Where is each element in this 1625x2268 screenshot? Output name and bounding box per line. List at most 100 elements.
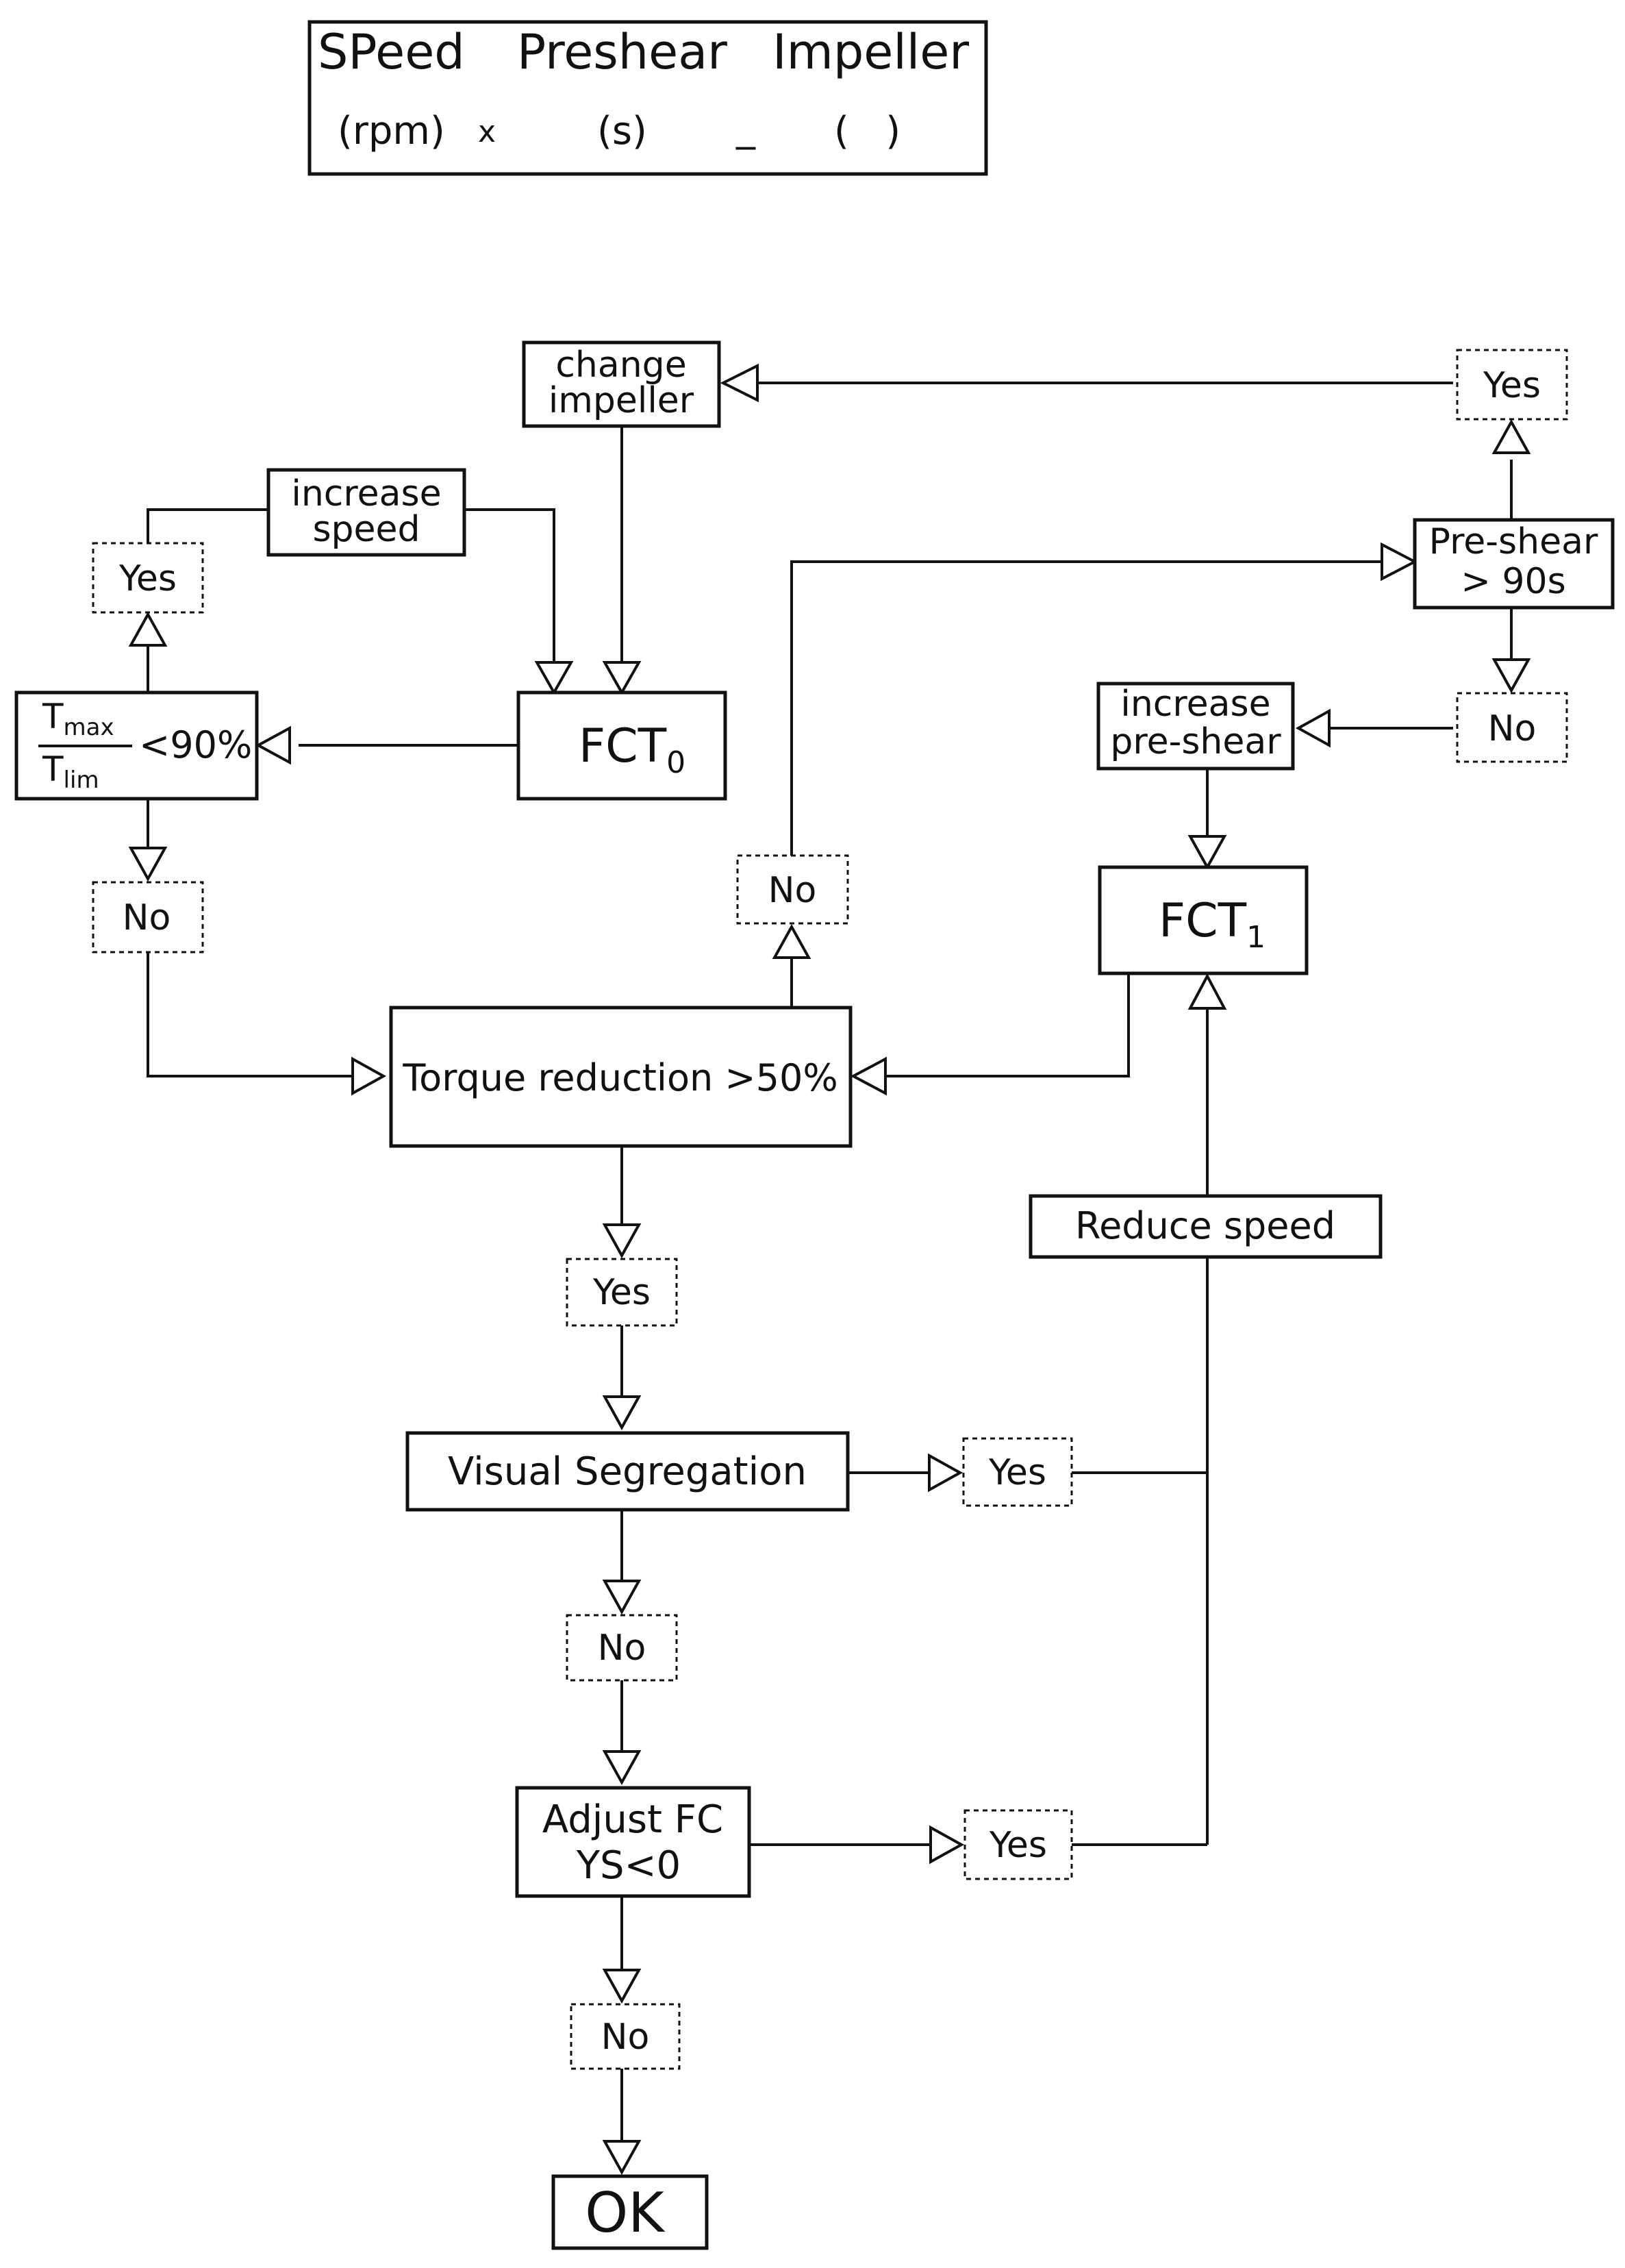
decision-yes-impeller: Yes — [1456, 349, 1568, 421]
arrowhead-into-visual — [602, 1395, 642, 1431]
visual-segregation-box — [405, 1431, 850, 1512]
adjust-fc-box — [515, 1786, 751, 1898]
connectors — [147, 382, 1513, 2141]
arrowhead-into-yes-left — [128, 611, 168, 647]
arrowhead-into-change-impeller — [720, 363, 759, 403]
node-ok: OK — [551, 2174, 709, 2250]
yes-speed-label: Yes — [118, 558, 177, 599]
arrowhead-into-increase-preshear — [1295, 708, 1331, 748]
legend: SPeed Preshear Impeller (rpm) x (s) _ ( … — [307, 20, 988, 176]
arrowhead-into-yes-visual — [928, 1453, 963, 1493]
no-adjust-label: No — [601, 2017, 650, 2058]
arrowhead-into-yes-adjust — [929, 1825, 965, 1865]
decision-yes-speed: Yes — [92, 542, 204, 614]
node-adjust-fc: Adjust FC YS<0 — [515, 1786, 751, 1898]
torque-reduction-label: Torque reduction >50% — [402, 1056, 837, 1099]
yes-torque-label: Yes — [592, 1272, 651, 1313]
ratio-condition: <90% — [139, 723, 252, 767]
adjust-fc-line1: Adjust FC — [542, 1797, 723, 1842]
yes-impeller-label: Yes — [1483, 365, 1541, 406]
arrowhead-into-ratio — [255, 725, 291, 765]
decision-no-ratio: No — [92, 881, 204, 954]
fct0-label: FCT0 — [579, 719, 685, 780]
increase-speed-box — [266, 468, 466, 557]
legend-impeller-header: Impeller — [772, 24, 969, 80]
yes-visual-label: Yes — [988, 1452, 1046, 1493]
node-fct0: FCT0 — [516, 690, 727, 801]
yes-visual-box — [962, 1437, 1073, 1507]
change-impeller-box — [522, 340, 721, 428]
no-preshear-box — [1456, 692, 1568, 763]
decision-no-visual: No — [566, 1614, 678, 1682]
node-visual-segregation: Visual Segregation — [405, 1431, 850, 1512]
node-preshear: Pre-shear > 90s — [1413, 518, 1615, 610]
arrowhead-into-yes-top — [1491, 419, 1531, 454]
preshear-line2: > 90s — [1461, 561, 1565, 602]
legend-separator-dash: _ — [735, 105, 756, 150]
yes-adjust-box — [963, 1809, 1073, 1880]
arrowhead-into-no-middle — [772, 923, 811, 959]
connector-increase-speed-to-fct0 — [464, 508, 555, 662]
node-increase-preshear: increase pre-shear — [1096, 682, 1295, 771]
arrowhead-into-no-right — [1491, 658, 1531, 694]
legend-speed-unit: (rpm) — [338, 109, 445, 153]
increase-preshear-box — [1096, 682, 1295, 771]
increase-preshear-line2: pre-shear — [1110, 721, 1281, 762]
node-change-impeller: change impeller — [522, 340, 721, 428]
reduce-speed-box — [1029, 1194, 1383, 1259]
increase-preshear-line1: increase — [1120, 684, 1270, 725]
arrowhead-into-fct0-b — [534, 661, 574, 696]
connector-yes-to-increase-speed — [147, 508, 268, 543]
no-torque-box — [736, 854, 849, 925]
node-reduce-speed: Reduce speed — [1029, 1194, 1383, 1259]
no-ratio-label: No — [123, 897, 171, 938]
connector-fct1-to-torque — [885, 973, 1130, 1077]
ok-box — [551, 2174, 709, 2250]
arrowhead-into-no-adjust — [602, 1969, 642, 2004]
ok-label: OK — [585, 2181, 666, 2245]
fct1-label: FCT1 — [1159, 894, 1265, 955]
fct0-box — [516, 690, 727, 801]
preshear-box — [1413, 518, 1615, 610]
node-torque-ratio: Tmax Tlim <90% — [14, 690, 259, 801]
no-adjust-box — [570, 2003, 681, 2070]
ratio-denominator: Tlim — [42, 749, 99, 794]
decision-no-torque: No — [736, 854, 849, 925]
increase-speed-line2: speed — [312, 509, 420, 550]
legend-preshear-header: Preshear — [517, 24, 727, 80]
no-torque-label: No — [768, 870, 817, 911]
decision-yes-visual: Yes — [962, 1437, 1073, 1507]
increase-speed-line1: increase — [291, 473, 441, 514]
legend-impeller-unit: ( ) — [834, 109, 900, 153]
connector-no-to-preshear — [790, 560, 1382, 856]
decision-yes-adjust: Yes — [963, 1809, 1073, 1880]
decision-no-adjust: No — [570, 2003, 681, 2070]
arrowhead-into-adjust — [602, 1750, 642, 1786]
yes-speed-box — [92, 542, 204, 614]
preshear-line1: Pre-shear — [1429, 521, 1598, 562]
change-impeller-line1: change — [555, 345, 686, 386]
arrowhead-into-fct1-top — [1187, 835, 1227, 871]
arrowheads — [128, 363, 1531, 2176]
arrowhead-into-fct0-a — [602, 661, 642, 696]
legend-speed-header: SPeed — [318, 24, 465, 80]
arrowhead-into-torque-right — [850, 1056, 887, 1096]
arrowhead-into-no-visual — [602, 1580, 642, 1615]
yes-adjust-label: Yes — [989, 1825, 1047, 1866]
arrowhead-into-preshear — [1381, 542, 1418, 582]
arrowhead-into-ok — [602, 2140, 642, 2176]
decision-yes-torque: Yes — [566, 1258, 678, 1327]
connector-no-to-torque — [147, 952, 353, 1077]
arrowhead-into-no-left — [128, 847, 168, 882]
no-ratio-box — [92, 881, 204, 954]
torque-reduction-box — [389, 1006, 853, 1148]
reduce-speed-label: Reduce speed — [1075, 1204, 1335, 1247]
arrowhead-into-torque-left — [351, 1056, 387, 1096]
legend-box — [307, 20, 988, 176]
legend-separator-x: x — [478, 114, 496, 149]
node-fct1: FCT1 — [1098, 865, 1309, 975]
fct1-box — [1098, 865, 1309, 975]
adjust-fc-line2: YS<0 — [576, 1843, 681, 1888]
yes-torque-box — [566, 1258, 678, 1327]
